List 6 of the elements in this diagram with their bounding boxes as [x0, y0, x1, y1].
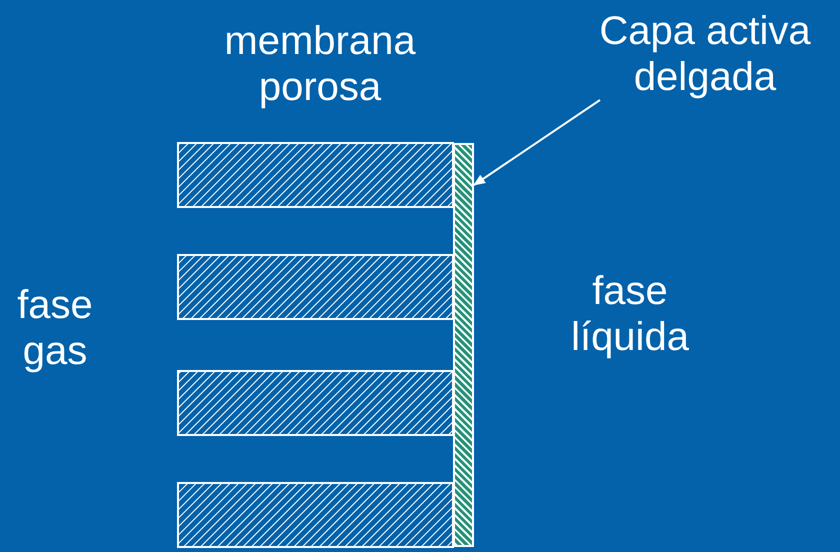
region-label: fase gas — [16, 282, 94, 374]
leader-arrow — [473, 99, 601, 186]
active-layer-bar — [453, 143, 474, 547]
part-label: membrana porosa — [223, 18, 417, 110]
region-label: fase líquida — [570, 268, 690, 360]
callout-text: Capa activa delgada — [570, 8, 840, 100]
